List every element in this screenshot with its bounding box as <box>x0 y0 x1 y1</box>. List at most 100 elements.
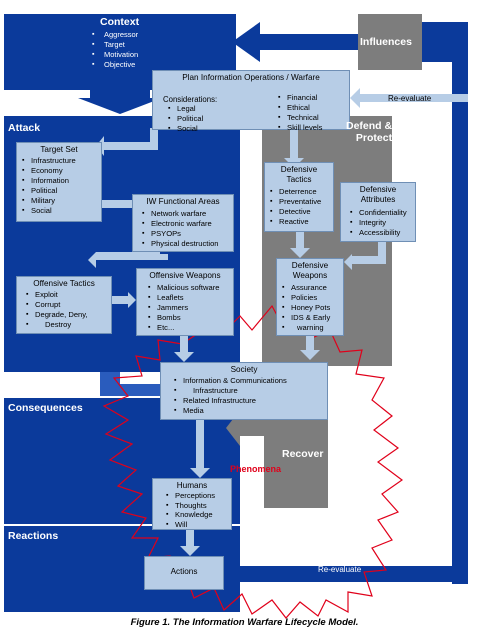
bottom-loop-bar <box>224 566 468 582</box>
defensive-tactics-item: Deterrence <box>269 187 333 197</box>
defend-title-line: Protect <box>355 132 393 144</box>
iw-to-offtactics-arrow <box>88 252 168 268</box>
iw-areas-list: Network warfare Electronic warfare PSYOP… <box>141 209 233 249</box>
reevaluate-bottom-label: Re-evaluate <box>318 565 362 574</box>
reactions-title: Reactions <box>8 530 59 542</box>
defensive-attributes-item: Integrity <box>349 218 415 228</box>
weapons-to-society-arrow <box>174 334 194 362</box>
defensive-tactics-title-line: Tactics <box>286 175 312 184</box>
plan-col2: Financial Ethical Technical Skill levels <box>277 93 322 133</box>
context-title: Context <box>100 16 140 28</box>
defensive-weapons-box: Defensive Weapons Assurance Policies Hon… <box>276 258 344 336</box>
target-set-item: Information <box>21 176 101 186</box>
influences-region <box>358 14 422 70</box>
defensive-weapons-item: warning <box>281 323 343 333</box>
deftactics-to-defweapons-arrow <box>290 230 310 258</box>
society-title: Society <box>230 365 258 374</box>
plan-item: Political <box>167 114 203 124</box>
influences-label: Influences <box>360 36 412 48</box>
society-box: Society Information & Communications Inf… <box>160 362 328 420</box>
humans-item: Knowledge <box>165 510 231 520</box>
offensive-tactics-list: Exploit Corrupt Degrade, Deny, Destroy <box>25 290 111 330</box>
target-set-box: Target Set Infrastructure Economy Inform… <box>16 142 102 222</box>
influences-left-arrow <box>232 22 358 62</box>
offensive-weapons-title: Offensive Weapons <box>149 271 221 280</box>
plan-item: Financial <box>277 93 322 103</box>
iw-areas-item: Network warfare <box>141 209 233 219</box>
defweapons-to-society-arrow <box>300 334 320 360</box>
defensive-tactics-list: Deterrence Preventative Detective Reacti… <box>269 187 333 227</box>
society-to-humans-arrow <box>190 420 210 478</box>
humans-title: Humans <box>176 481 208 490</box>
plan-box: Plan Information Operations / Warfare Co… <box>152 70 350 134</box>
target-set-item: Infrastructure <box>21 156 101 166</box>
society-item: Related Infrastructure <box>173 396 327 406</box>
plan-to-target-arrow <box>96 128 158 156</box>
humans-to-actions-arrow <box>180 530 200 556</box>
offensive-weapons-item: Leaflets <box>147 293 233 303</box>
society-list: Information & Communications Infrastruct… <box>173 376 327 416</box>
defensive-attributes-item: Accessibility <box>349 228 415 238</box>
context-item: Motivation <box>90 50 138 60</box>
target-set-title: Target Set <box>40 145 78 154</box>
target-set-item: Military <box>21 196 101 206</box>
offensive-weapons-item: Bombs <box>147 313 233 323</box>
humans-item: Will <box>165 520 231 530</box>
target-set-item: Economy <box>21 166 101 176</box>
iw-areas-item: PSYOPs <box>141 229 233 239</box>
consequences-title: Consequences <box>8 402 83 414</box>
phenomena-starburst <box>102 304 404 619</box>
actions-box: Actions <box>144 556 224 590</box>
context-item: Objective <box>90 60 138 70</box>
defensive-weapons-title-line: Weapons <box>292 271 328 280</box>
defensive-weapons-item: Honey Pots <box>281 303 343 313</box>
plan-considerations-label: Considerations: <box>163 95 218 104</box>
influences-in-arrow <box>426 30 440 54</box>
defensive-attributes-list: Confidentiality Integrity Accessibility <box>349 208 415 238</box>
society-item: Media <box>173 406 327 416</box>
humans-list: Perceptions Thoughts Knowledge Will <box>165 491 231 529</box>
defensive-attributes-box: Defensive Attributes Confidentiality Int… <box>340 182 416 242</box>
defensive-attributes-item: Confidentiality <box>349 208 415 218</box>
plan-item: Legal <box>167 104 203 114</box>
defensive-attributes-title: Defensive Attributes <box>341 185 415 205</box>
defensive-tactics-item: Detective <box>269 207 333 217</box>
defattr-to-defweapons-arrow <box>344 240 386 270</box>
offensive-tactics-box: Offensive Tactics Exploit Corrupt Degrad… <box>16 276 112 334</box>
plan-item: Social <box>167 124 203 134</box>
target-to-iw-arrow <box>100 196 140 212</box>
offensive-weapons-item: Etc... <box>147 323 233 333</box>
plan-item: Technical <box>277 113 322 123</box>
attack-title: Attack <box>8 122 41 134</box>
defensive-weapons-item: Assurance <box>281 283 343 293</box>
defensive-tactics-item: Preventative <box>269 197 333 207</box>
offensive-tactics-item: Corrupt <box>25 300 111 310</box>
plan-to-defense-arrow <box>284 128 304 168</box>
reevaluate-top-label: Re-evaluate <box>388 94 432 103</box>
defensive-tactics-title-line: Defensive <box>280 165 318 174</box>
defensive-tactics-title: Defensive Tactics <box>265 165 333 185</box>
humans-item: Thoughts <box>165 501 231 511</box>
plan-col1: Legal Political Social <box>167 104 203 134</box>
target-set-item: Political <box>21 186 101 196</box>
target-set-list: Infrastructure Economy Information Polit… <box>21 156 101 216</box>
offensive-tactics-item: Destroy <box>25 320 111 330</box>
consequences-arrow <box>100 372 160 396</box>
context-item: Target <box>90 40 138 50</box>
context-down-arrow <box>78 90 162 114</box>
defend-title-line: Defend & <box>346 120 393 132</box>
context-list: Aggressor Target Motivation Objective <box>90 30 138 70</box>
iw-areas-box: IW Functional Areas Network warfare Elec… <box>132 194 234 252</box>
actions-title: Actions <box>170 567 198 576</box>
plan-title: Plan Information Operations / Warfare <box>182 73 320 82</box>
offensive-weapons-list: Malicious software Leaflets Jammers Bomb… <box>147 283 233 333</box>
defensive-tactics-box: Defensive Tactics Deterrence Preventativ… <box>264 162 334 232</box>
offensive-weapons-item: Jammers <box>147 303 233 313</box>
offensive-tactics-item: Degrade, Deny, <box>25 310 111 320</box>
iw-areas-title: IW Functional Areas <box>146 197 220 206</box>
plan-item: Ethical <box>277 103 322 113</box>
offensive-tactics-item: Exploit <box>25 290 111 300</box>
defensive-weapons-title-line: Defensive <box>291 261 329 270</box>
iw-areas-item: Physical destruction <box>141 239 233 249</box>
offensive-weapons-box: Offensive Weapons Malicious software Lea… <box>136 268 234 336</box>
